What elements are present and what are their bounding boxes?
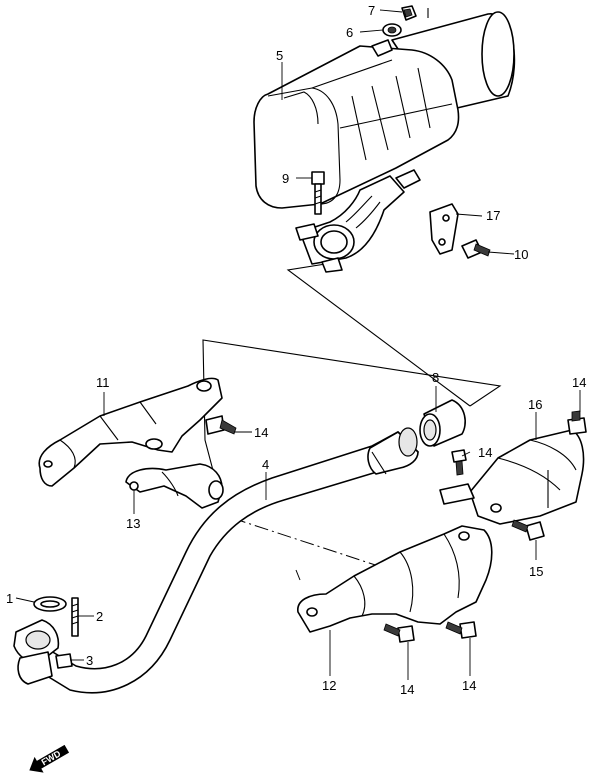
part-13-bracket [125,463,224,509]
fwd-arrow: FWD [29,744,70,773]
callout-4: 4 [262,457,269,472]
callout-15: 15 [529,564,543,579]
callout-14-d: 14 [400,682,414,697]
part-12-heat-shield [297,525,493,633]
part-10-bolt [461,239,491,259]
callout-3: 3 [86,653,93,668]
bolt-14-d [383,623,415,643]
part-11-heat-shield [38,377,223,487]
callout-5: 5 [276,48,283,63]
callout-14-e: 14 [462,678,476,693]
part-2-stud [71,597,79,637]
part-8-sleeve [419,399,466,447]
callout-8: 8 [432,370,439,385]
callout-14-c: 14 [572,375,586,390]
fwd-arrow-icon [29,744,70,773]
callout-6: 6 [346,25,353,40]
callout-labels: 7 6 5 9 17 10 8 11 14 4 14 14 16 13 1 2 … [6,3,586,697]
bolt-14-c [567,410,587,435]
callout-10: 10 [514,247,528,262]
callout-11: 11 [96,375,110,390]
callout-14-b: 14 [478,445,492,460]
part-17-bracket [429,203,459,255]
bolt-15 [511,519,545,541]
assembly-lines [202,8,502,597]
muffler [253,11,516,273]
callout-13: 13 [126,516,140,531]
callout-1: 1 [6,591,13,606]
bolt-14-e [445,621,477,639]
part-3-nut [55,653,73,669]
leader-lines [15,9,581,680]
bolt-14-a [205,415,237,435]
part-16-heat-shield [439,429,585,525]
callout-7: 7 [368,3,375,18]
callout-2: 2 [96,609,103,624]
callout-14-a: 14 [254,425,268,440]
part-9-bolt [311,171,325,215]
part-7-nut [401,5,417,21]
part-1-gasket [33,596,67,612]
part-6-grommet [382,23,402,37]
bolt-14-b [451,449,467,476]
callout-17: 17 [486,208,500,223]
callout-9: 9 [282,171,289,186]
callout-16: 16 [528,397,542,412]
callout-12: 12 [322,678,336,693]
